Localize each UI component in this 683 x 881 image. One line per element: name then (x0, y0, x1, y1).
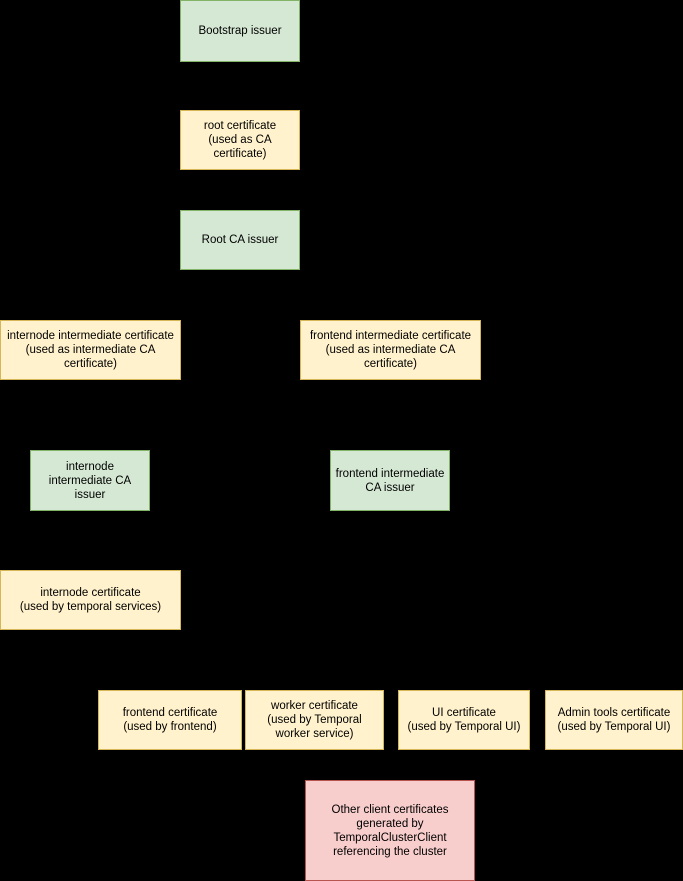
edge-internode-issuer-to-cert (90, 511, 91, 570)
edge-root-cert-to-root-issuer (239, 170, 240, 210)
node-label: internode intermediate certificate (used… (7, 330, 174, 370)
edge-frontend-issuer-to-other-clients (390, 750, 391, 780)
node-admin-tools-certificate[interactable]: Admin tools certificate (used by Tempora… (545, 690, 683, 750)
edge-frontend-int-to-issuer (390, 380, 391, 450)
node-label: Admin tools certificate (used by Tempora… (557, 707, 671, 733)
edge-root-issuer-down (239, 270, 240, 295)
node-frontend-intermediate-ca-issuer[interactable]: frontend intermediate CA issuer (330, 450, 450, 511)
node-label: frontend intermediate certificate (used … (309, 330, 472, 370)
node-frontend-intermediate-certificate[interactable]: frontend intermediate certificate (used … (300, 320, 481, 380)
node-label: frontend certificate (used by frontend) (122, 707, 218, 733)
edge-frontend-issuer-down (390, 511, 391, 665)
node-label: internode certificate (used by temporal … (19, 587, 162, 613)
node-internode-intermediate-ca-issuer[interactable]: internode intermediate CA issuer (30, 450, 150, 511)
node-label: Other client certificates generated by T… (331, 803, 449, 858)
node-label: internode intermediate CA issuer (48, 460, 132, 501)
node-root-certificate[interactable]: root certificate (used as CA certificate… (180, 110, 300, 170)
edge-bootstrap-to-root-cert (239, 62, 240, 110)
edge-frontend-issuer-to-admin-cert (614, 665, 615, 690)
edge-root-issuer-to-frontend-int (390, 295, 391, 320)
edge-frontend-issuer-to-ui-cert (464, 665, 465, 690)
edge-frontend-issuer-bus (170, 665, 614, 666)
node-worker-certificate[interactable]: worker certificate (used by Temporal wor… (245, 690, 384, 750)
edge-root-issuer-bus (90, 295, 391, 296)
node-label: Root CA issuer (201, 234, 279, 246)
edge-root-issuer-to-internode-int (90, 295, 91, 320)
node-label: worker certificate (used by Temporal wor… (267, 700, 362, 740)
edge-frontend-issuer-to-worker-cert (314, 665, 315, 690)
edge-internode-int-to-issuer (90, 380, 91, 450)
node-internode-intermediate-certificate[interactable]: internode intermediate certificate (used… (0, 320, 181, 380)
edge-frontend-issuer-to-frontend-cert (170, 665, 171, 690)
node-internode-certificate[interactable]: internode certificate (used by temporal … (0, 570, 181, 630)
node-label: frontend intermediate CA issuer (335, 467, 445, 494)
node-label: root certificate (used as CA certificate… (203, 120, 277, 160)
node-label: UI certificate (used by Temporal UI) (407, 707, 521, 733)
node-other-client-certificates[interactable]: Other client certificates generated by T… (305, 780, 475, 881)
node-frontend-certificate[interactable]: frontend certificate (used by frontend) (98, 690, 242, 750)
node-ui-certificate[interactable]: UI certificate (used by Temporal UI) (398, 690, 530, 750)
node-label: Bootstrap issuer (198, 25, 282, 37)
node-root-ca-issuer[interactable]: Root CA issuer (180, 210, 300, 270)
node-bootstrap-issuer[interactable]: Bootstrap issuer (180, 0, 300, 62)
